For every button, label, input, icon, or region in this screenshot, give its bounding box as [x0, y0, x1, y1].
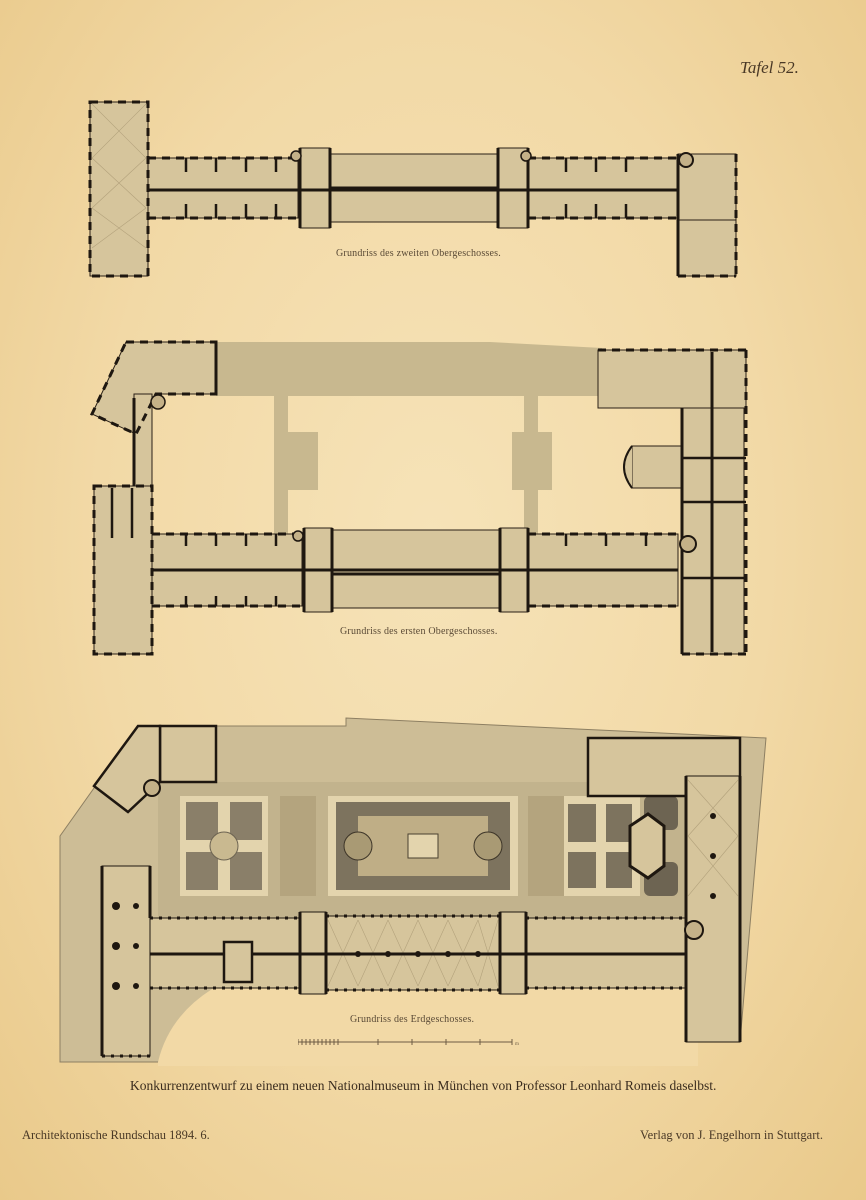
scale-bar: m [298, 1039, 519, 1047]
publication-credit: Architektonische Rundschau 1894. 6. [22, 1128, 210, 1142]
scale-unit-label: m [515, 1042, 519, 1047]
plate-number: Tafel 52. [740, 58, 799, 77]
publisher-credit: Verlag von J. Engelhorn in Stuttgart. [640, 1128, 823, 1142]
ground-floor-plan [59, 717, 767, 1066]
plate-title-caption: Konkurrenzentwurf zu einem neuen Nationa… [130, 1078, 717, 1093]
second-upper-floor-caption: Grundriss des zweiten Obergeschosses. [336, 248, 501, 259]
ground-floor-caption: Grundriss des Erdgeschosses. [350, 1014, 475, 1025]
first-upper-floor-caption: Grundriss des ersten Obergeschosses. [340, 626, 498, 637]
second-upper-floor-plan [88, 100, 738, 278]
first-upper-floor-plan [89, 340, 748, 656]
